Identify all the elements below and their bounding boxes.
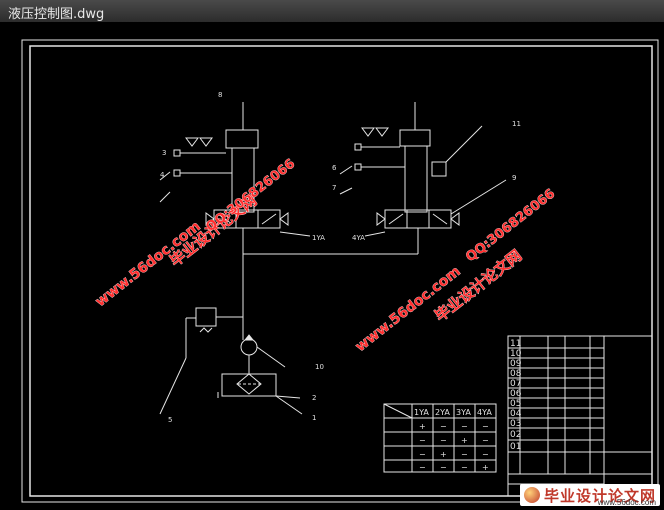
bom-row-number: 06: [510, 389, 522, 399]
bom-row-number: 04: [510, 409, 522, 419]
hydraulic-schematic: 8 3 4 6 7 11 9 10 2 1 5 1YA 4YA 1YA 2YA …: [21, 39, 659, 503]
part-number: 4: [160, 171, 165, 179]
watermark-group: 毕业设计论文网 QQ:306826066 www.56doc.com QQ:30…: [92, 156, 558, 355]
outer-frame: [21, 39, 659, 503]
part-number: 7: [332, 184, 336, 192]
truth-table-cell: +: [461, 436, 468, 445]
bom-row-number: 01: [510, 442, 521, 452]
truth-table-cell: +: [482, 463, 489, 472]
part-number: 8: [218, 91, 222, 99]
part-number: 9: [512, 174, 516, 182]
cylinder-right-cap: [399, 129, 431, 147]
truth-table-cell: +: [419, 422, 426, 431]
truth-table-cell: −: [482, 450, 489, 459]
truth-table-cell: −: [440, 463, 447, 472]
bom-row-number: 08: [510, 369, 522, 379]
truth-table-header: 1YA: [414, 408, 429, 417]
truth-table-header: 3YA: [456, 408, 471, 417]
bom-row-number: 07: [510, 379, 521, 389]
truth-table-header: 4YA: [477, 408, 492, 417]
truth-table-cell: +: [440, 450, 447, 459]
truth-table-header: 2YA: [435, 408, 450, 417]
coil-label: 1YA: [312, 234, 325, 242]
truth-table-cell: −: [461, 463, 468, 472]
site-logo: 毕业设计论文网 www.56doc.com: [519, 484, 660, 507]
part-number: 6: [332, 164, 337, 172]
logo-icon: [523, 487, 540, 503]
bom-row-number: 05: [510, 399, 521, 409]
bom-row-number: 10: [510, 349, 522, 359]
part-number: 1: [312, 414, 316, 422]
part-number: 3: [162, 149, 166, 157]
pressure-switch: [431, 161, 447, 177]
truth-table-cell: −: [419, 436, 426, 445]
truth-table-cell: −: [419, 450, 426, 459]
window-title: 液压控制图.dwg: [8, 7, 105, 22]
truth-table-cell: −: [482, 436, 489, 445]
part-number: 5: [168, 416, 172, 424]
cylinder-left-cap: [225, 129, 259, 149]
logo-text: 毕业设计论文网: [543, 486, 656, 505]
part-number: 11: [512, 120, 521, 128]
title-block: [507, 335, 653, 497]
watermark-site: www.56doc.com: [93, 218, 204, 310]
bom-row-number: 02: [510, 430, 521, 440]
bom-row-number: 03: [510, 419, 521, 429]
cylinder-right-body: [404, 145, 428, 213]
truth-table-cell: −: [482, 422, 489, 431]
bom-row-number: 09: [510, 359, 522, 369]
coil-label: 4YA: [352, 234, 365, 242]
bom-row-lines: [508, 347, 604, 441]
truth-table-cell: −: [461, 450, 468, 459]
pump-symbol: [240, 338, 258, 356]
part-number: 10: [315, 363, 324, 371]
watermark-qq: QQ:306826066: [203, 156, 298, 235]
truth-table-cell: −: [461, 422, 468, 431]
filter-symbol: [236, 373, 262, 395]
truth-table-cell: −: [440, 436, 447, 445]
solenoid-truth-table: [383, 403, 497, 473]
window-titlebar: 液压控制图.dwg: [0, 0, 664, 23]
truth-table-cell: −: [440, 422, 447, 431]
truth-table-cell: −: [419, 463, 426, 472]
cylinder-left-body: [231, 147, 255, 213]
logo-subtext: www.56doc.com: [597, 498, 656, 507]
bom-row-number: 11: [510, 339, 521, 349]
inner-frame: [29, 45, 653, 497]
cad-drawing-canvas[interactable]: 8 3 4 6 7 11 9 10 2 1 5 1YA 4YA 1YA 2YA …: [0, 22, 664, 510]
part-number: 2: [312, 394, 316, 402]
